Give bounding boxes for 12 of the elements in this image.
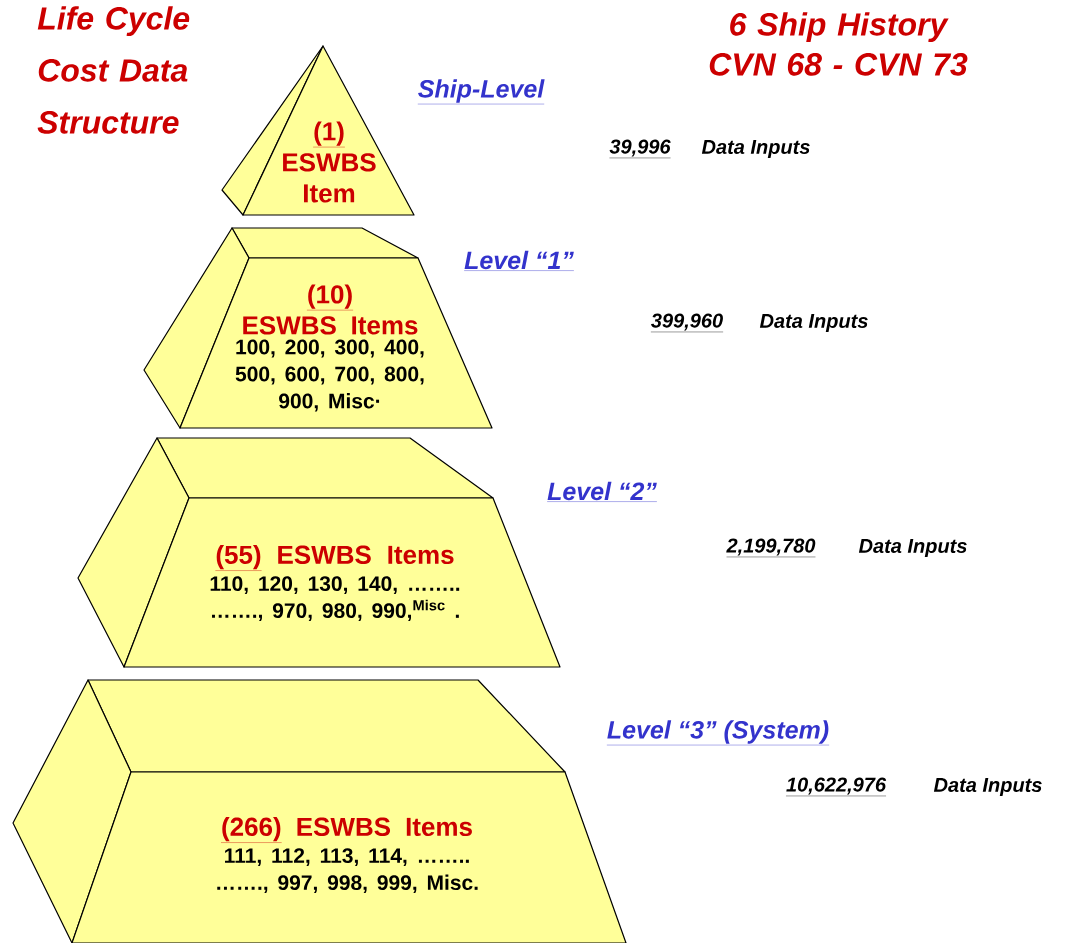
data-label: Data Inputs [858,539,967,557]
pyramid-tier: (1) ESWBS Item [221,45,415,216]
level-label: Ship-Level [417,79,545,105]
data-count: 10,622,976 [785,777,887,797]
data-label: Data Inputs [701,140,810,158]
title: Life Cycle Cost Data Structure [37,6,190,134]
data-label: Data Inputs [933,778,1042,796]
data-count: 399,960 [650,313,724,333]
data-count: 39,996 [609,139,671,159]
heading: 6 Ship History CVN 68 - CVN 73 [709,12,968,76]
data-label: Data Inputs [759,314,868,332]
data-count: 2,199,780 [726,538,816,558]
